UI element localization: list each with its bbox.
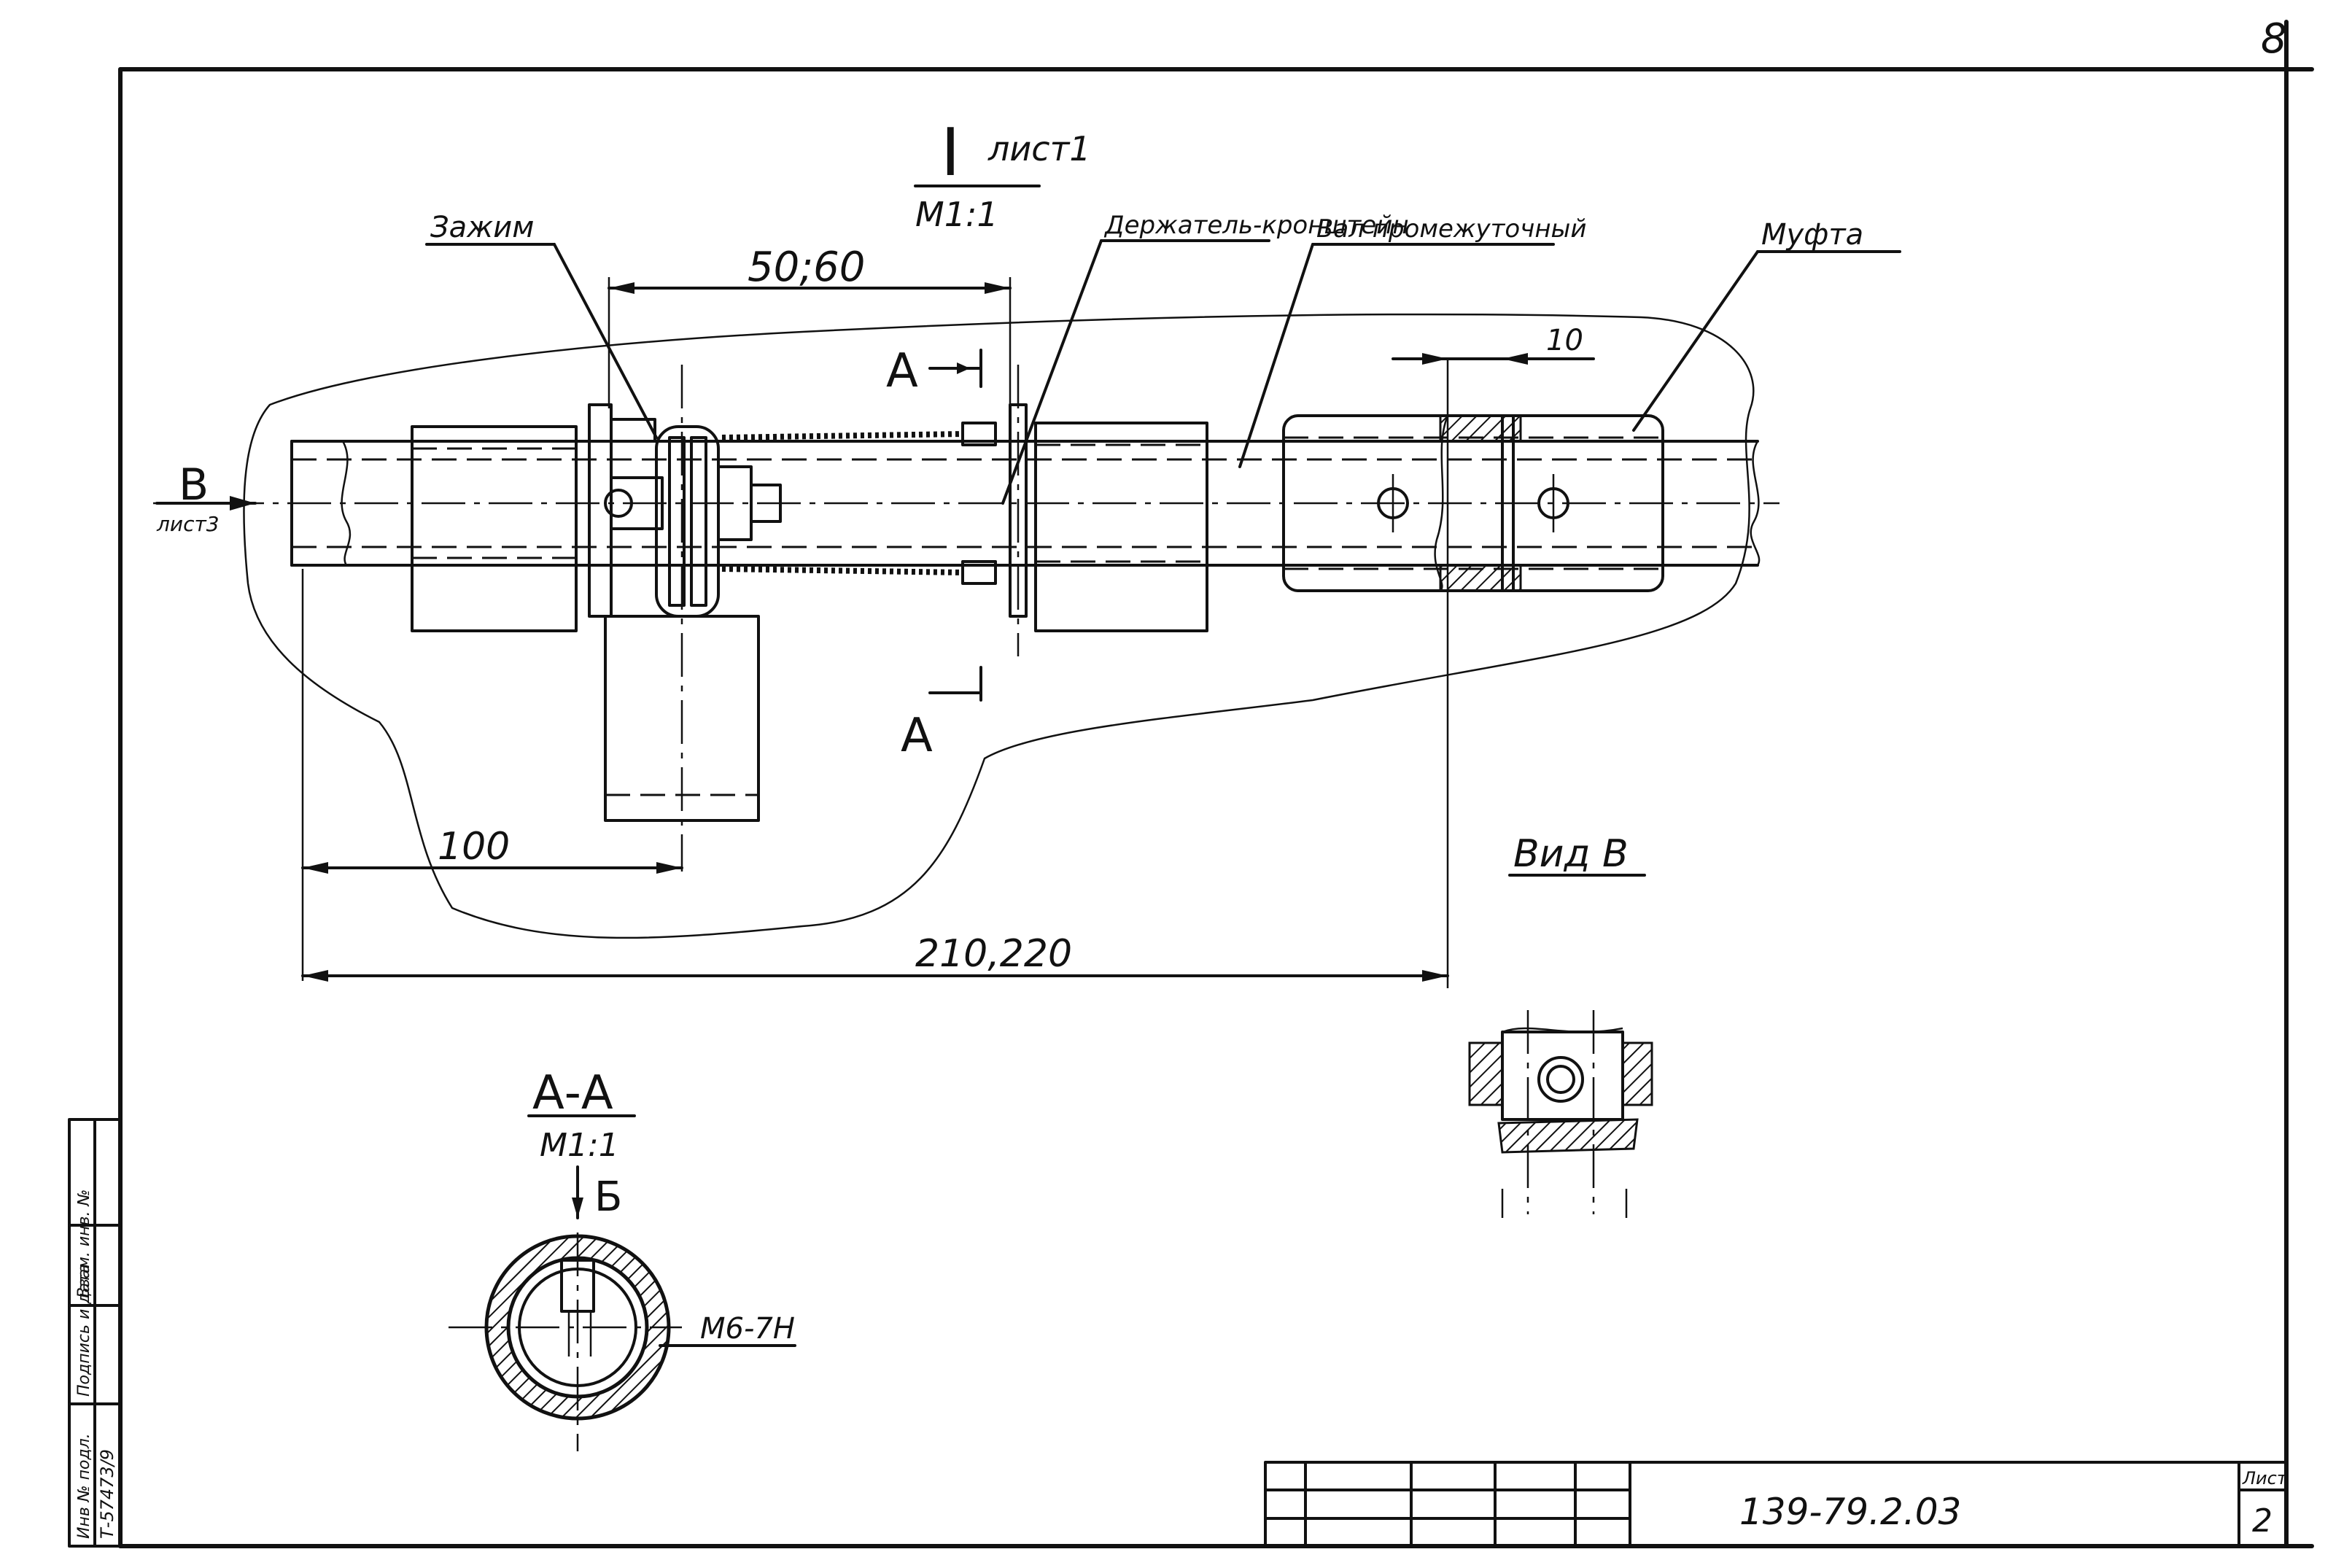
view-b-detail <box>1468 1010 1653 1218</box>
label-holder: Держатель-кронштейн <box>1103 211 1409 240</box>
bearing-block-left <box>411 425 578 632</box>
dim-gap: 10 <box>1546 324 1583 357</box>
label-clamp: Зажим <box>430 211 534 244</box>
dim-total: 210,220 <box>915 932 1072 976</box>
break-outline <box>243 313 1755 939</box>
stamp-inv-number: Т-57473/9 <box>97 1449 117 1539</box>
sheet-corner-number: 8 <box>2261 15 2287 63</box>
view-scale: М1:1 <box>915 195 998 234</box>
view-b-title: Вид В <box>1513 832 1629 876</box>
stamp-row3: Взам. инв. № <box>75 1189 93 1298</box>
coupling <box>1282 357 1664 788</box>
section-aa-view <box>449 1165 796 1451</box>
side-stamp <box>68 1118 122 1548</box>
sheet-label: Лист <box>2242 1468 2288 1489</box>
view-numeral: I <box>941 115 960 191</box>
section-aa-arrow-letter: Б <box>594 1173 622 1221</box>
section-aa-thread: М6-7Н <box>700 1312 795 1346</box>
section-aa-scale: М1:1 <box>540 1127 619 1164</box>
label-coupling: Муфта <box>1761 218 1863 252</box>
dim-top-span: 50;60 <box>748 244 865 291</box>
view-arrow-ref: лист3 <box>156 512 220 536</box>
title-block <box>1264 1461 2288 1548</box>
view-title: I лист1 М1:1 <box>914 115 1091 234</box>
dim-left: 100 <box>438 825 510 869</box>
doc-code: 139-79.2.03 <box>1739 1491 1961 1533</box>
dimension-left <box>301 569 683 981</box>
section-aa-title: А-А <box>532 1066 613 1120</box>
sheet-number: 2 <box>2252 1502 2273 1540</box>
section-mark-top <box>928 349 982 388</box>
section-mark-top-letter: А <box>886 344 918 398</box>
view-arrow-letter: В <box>179 459 209 511</box>
label-shaft: Вал промежуточный <box>1316 214 1587 244</box>
stamp-row1: Инв № подл. <box>75 1433 93 1539</box>
holder-bracket <box>1009 365 1028 656</box>
dimension-top <box>608 277 1012 408</box>
bearing-block-right <box>1034 422 1208 632</box>
section-mark-bottom <box>928 666 982 702</box>
leader-lines <box>425 239 1901 505</box>
dimension-gap <box>1392 353 1595 365</box>
dimension-total <box>301 788 1449 988</box>
stamp-row2: Подпись и дата <box>75 1264 93 1397</box>
view-sheet-ref: лист1 <box>987 129 1091 168</box>
drawing-frame <box>118 20 2314 1548</box>
section-mark-bottom-letter: А <box>901 709 933 763</box>
clamp-assembly <box>588 365 997 872</box>
view-arrow <box>155 496 257 511</box>
